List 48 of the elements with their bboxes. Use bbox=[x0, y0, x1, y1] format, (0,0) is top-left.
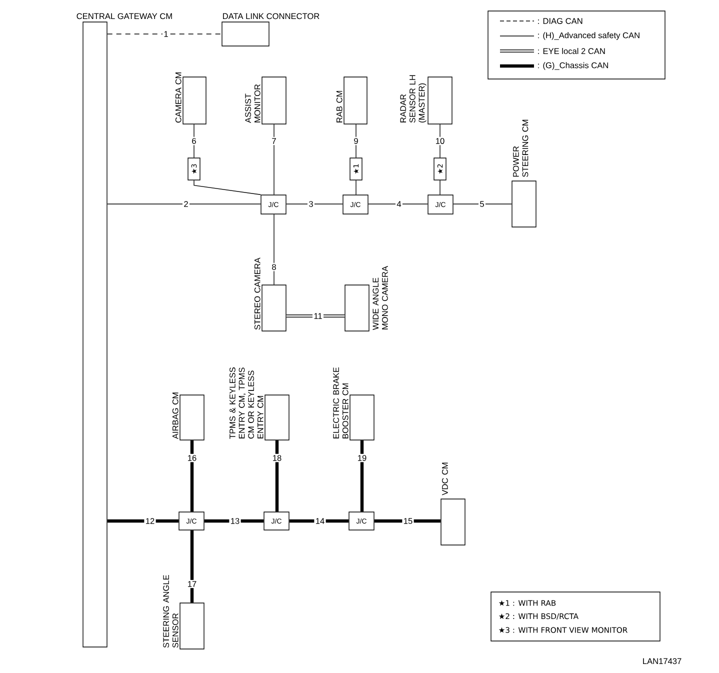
module-label: WIDE ANGLE MONO CAMERA bbox=[372, 266, 388, 330]
module-label: DATA LINK CONNECTOR bbox=[223, 13, 320, 20]
bus-line bbox=[286, 314, 345, 318]
bus-line bbox=[194, 180, 261, 195]
module-label: RAB CM bbox=[336, 90, 342, 122]
module-label: AIRBAG CM bbox=[172, 392, 178, 439]
edge-label: 8 bbox=[270, 262, 278, 272]
edge-label: 17 bbox=[186, 580, 198, 588]
edge-label: 14 bbox=[314, 516, 326, 526]
edge-label: 5 bbox=[478, 200, 486, 208]
edge-label: 18 bbox=[271, 454, 283, 462]
module-label: ASSIST MONITOR bbox=[245, 84, 260, 123]
legend-text: : (G)_Chassis CAN bbox=[538, 62, 608, 70]
module-label: ELECTRIC BRAKE BOOSTER CM bbox=[333, 367, 348, 438]
bus-line bbox=[107, 519, 179, 523]
edge-label: 11 bbox=[312, 312, 324, 320]
edge-label: 1 bbox=[162, 30, 170, 38]
edge-label: 12 bbox=[144, 516, 156, 526]
module-label: CENTRAL GATEWAY CM bbox=[76, 13, 172, 20]
bus-line bbox=[360, 440, 364, 512]
module-label: VDC CM bbox=[442, 462, 448, 496]
edge-label: 7 bbox=[270, 136, 278, 146]
edge-label: 15 bbox=[402, 516, 414, 526]
module-label: TPMS & KEYLESS ENTRY CM, TPMS CM OR KEYLESS ENTRY CM bbox=[230, 367, 264, 439]
edge-label: 2 bbox=[182, 200, 190, 208]
edge-label: 13 bbox=[229, 516, 241, 526]
edge-label: 19 bbox=[356, 454, 368, 462]
module-label: STEERING ANGLE SENSOR bbox=[163, 575, 178, 648]
edge-label: 9 bbox=[352, 136, 360, 146]
bus-line bbox=[190, 440, 194, 512]
module-label: POWER STEERING CM bbox=[513, 120, 528, 177]
bus-line bbox=[190, 530, 194, 603]
figure-code: LAN17437 bbox=[643, 658, 682, 664]
module-label: STEREO CAMERA bbox=[254, 258, 260, 330]
module-label: CAMERA CM bbox=[175, 72, 182, 123]
bus-line bbox=[275, 440, 279, 512]
bus-line bbox=[374, 519, 441, 523]
edge-label: 3 bbox=[308, 200, 315, 208]
edge-label: 6 bbox=[190, 136, 198, 146]
module-label: RADAR SENSOR LH (MASTER) bbox=[400, 75, 426, 123]
edge-label: 10 bbox=[434, 136, 446, 146]
bus-line bbox=[204, 519, 264, 523]
legend-text: : EYE local 2 CAN bbox=[538, 48, 605, 54]
edge-label: 4 bbox=[396, 200, 403, 208]
bus-line bbox=[289, 519, 349, 523]
edge-label: 16 bbox=[186, 454, 198, 462]
legend-text: : DIAG CAN bbox=[538, 18, 582, 24]
legend-text: : (H)_Advanced safety CAN bbox=[538, 32, 640, 40]
